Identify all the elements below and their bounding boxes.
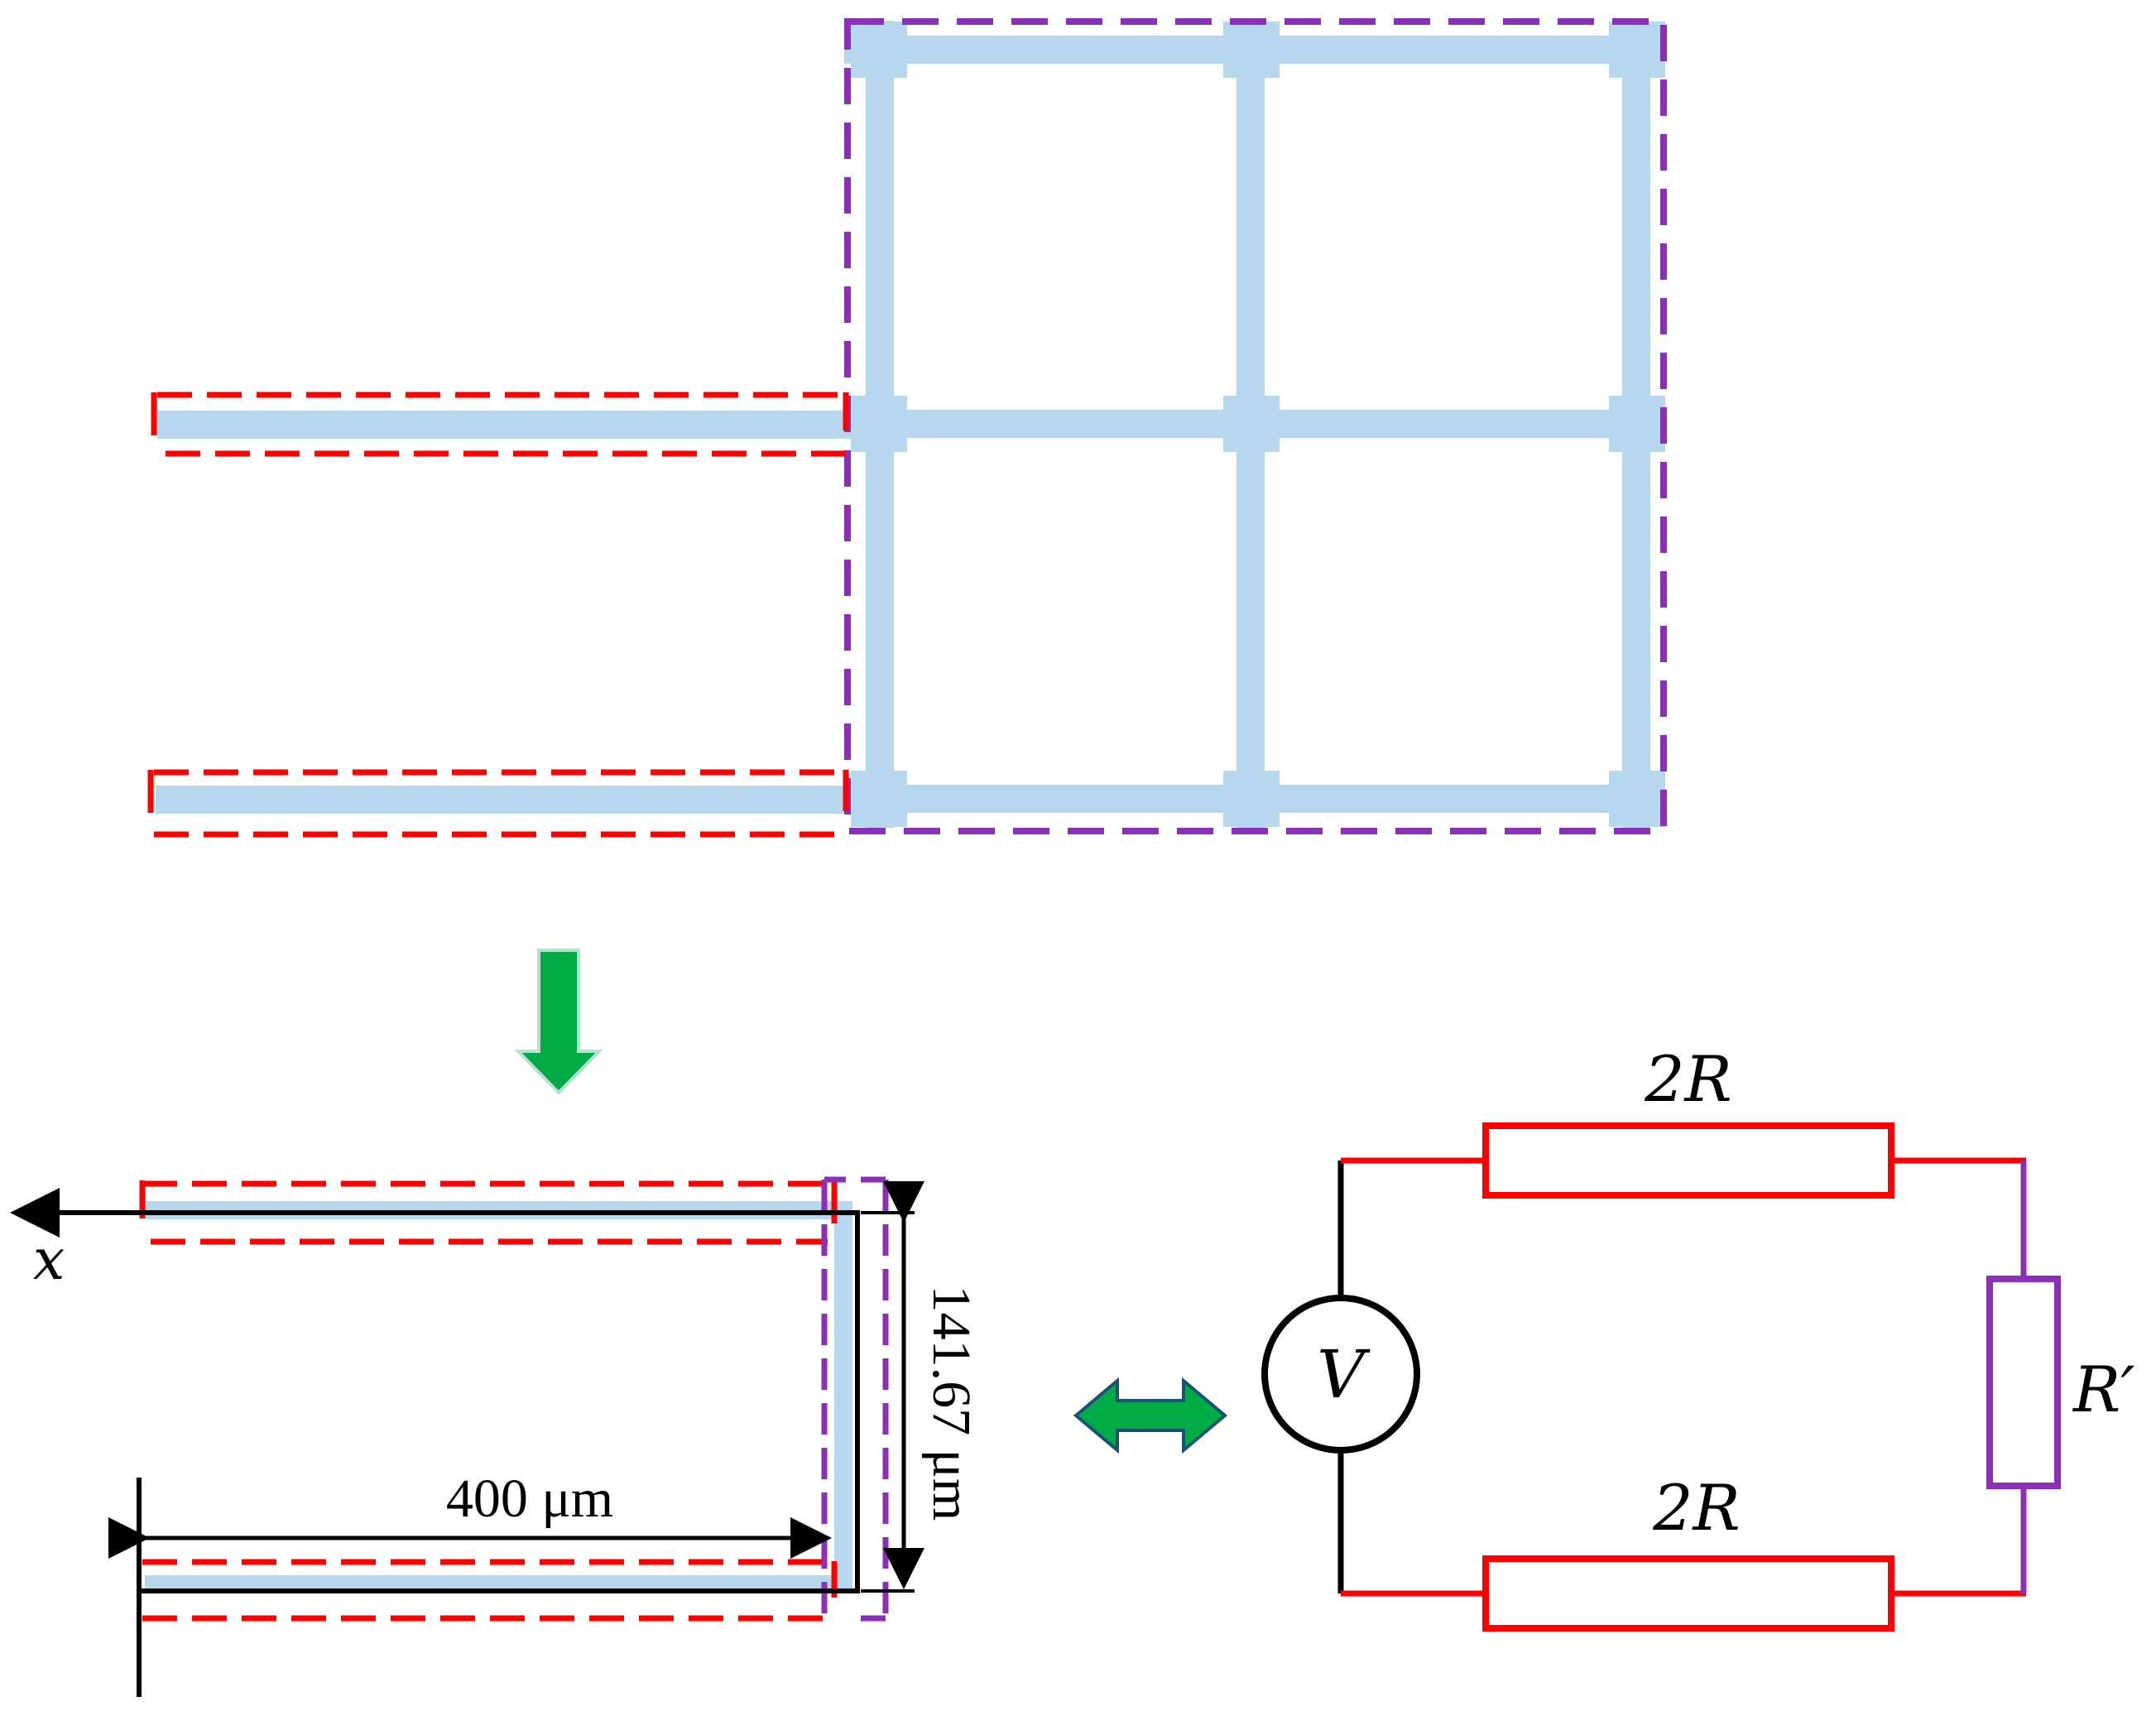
electrode-grid-panel [147,18,1667,838]
voltage-source-label: V [1317,1336,1371,1413]
grid-junction [1609,396,1665,452]
unit-cell-panel: x 400 μm 141.67 μm [9,1176,982,1697]
grid-traces [156,21,1665,828]
lead-outline-lower [147,769,849,838]
height-dimension-label: 141.67 μm [921,1286,982,1521]
grid-junction [851,396,907,452]
grid-junction [1609,771,1665,827]
resistor-right-label: R′ [2072,1353,2134,1426]
lead-trace-lower [156,786,851,814]
green-double-arrow-icon [1073,1377,1228,1454]
grid-junction [1223,396,1280,452]
resistor-top [1482,1122,1894,1199]
circuit-red-wires [1341,1157,2026,1597]
resistor-top-label: 2R [1644,1042,1732,1116]
x-axis-label: x [33,1228,65,1293]
grid-junction [851,22,907,78]
grid-junction [1223,22,1280,78]
grid-junction [851,771,907,827]
lead-outline-upper [151,392,849,457]
width-dimension-label: 400 μm [446,1468,613,1529]
grid-junction [1609,22,1665,78]
resistor-right [1986,1276,2061,1489]
resistor-bottom-label: 2R [1652,1471,1741,1545]
circuit-panel: V 2R 2R R′ [1261,1042,2134,1632]
green-down-arrow-icon [514,949,603,1095]
voltage-source-icon [1261,1295,1420,1454]
grid-junction [1223,771,1280,827]
cell-conduction-path [139,1210,860,1593]
resistor-bottom [1482,1555,1894,1632]
cell-trace-vertical [834,1201,852,1593]
lead-trace-upper [157,411,852,439]
